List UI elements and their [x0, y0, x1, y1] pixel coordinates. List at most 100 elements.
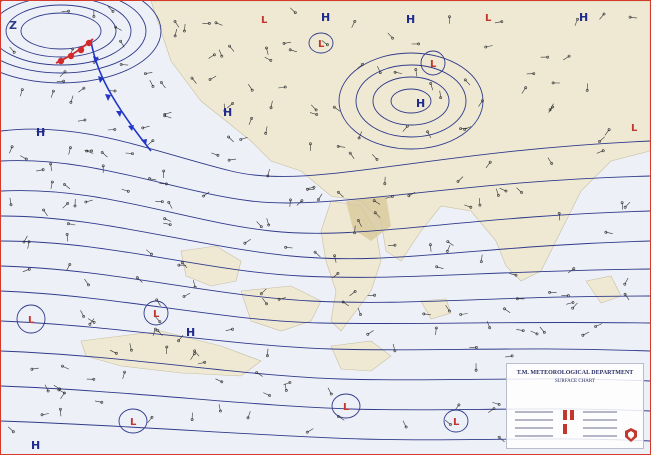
station-marker: [551, 105, 555, 109]
wind-barb: [454, 404, 460, 411]
wind-barb: [599, 13, 605, 20]
station-marker: [265, 302, 269, 306]
wind-barb: [265, 126, 268, 134]
station-marker: [446, 240, 450, 244]
station-marker: [11, 430, 15, 434]
station-marker: [153, 327, 157, 331]
wind-barb: [70, 95, 74, 103]
wind-barb: [504, 308, 511, 314]
station-marker: [503, 307, 506, 311]
station-marker: [497, 402, 501, 406]
wind-barb: [427, 131, 432, 139]
low-pressure-label: L: [485, 13, 492, 24]
wind-barb: [164, 115, 172, 119]
wind-barb: [41, 413, 49, 416]
station-marker: [571, 306, 575, 310]
island-small: [420, 298, 452, 320]
station-marker: [567, 54, 571, 58]
wind-barb: [358, 131, 362, 139]
wind-barb: [371, 154, 378, 160]
wind-barb: [572, 302, 578, 309]
wind-barb: [87, 318, 95, 323]
wind-barb: [349, 152, 355, 159]
wind-barb: [223, 103, 226, 111]
wind-barb: [197, 362, 205, 365]
wind-barb: [338, 416, 345, 421]
wind-barb: [85, 199, 93, 203]
station-marker: [151, 139, 155, 143]
wind-barb: [78, 87, 85, 93]
wind-barb: [374, 212, 381, 218]
station-marker: [504, 189, 508, 193]
wind-barb: [149, 178, 157, 181]
station-marker: [313, 250, 317, 254]
wind-barb: [358, 220, 362, 227]
station-marker: [288, 381, 292, 384]
wind-barb: [121, 188, 129, 192]
wind-barb: [279, 297, 286, 300]
wind-barb: [229, 45, 235, 52]
wind-barb: [43, 209, 48, 216]
station-marker: [66, 201, 70, 205]
wind-barb: [464, 126, 472, 130]
low-pressure-label: L: [130, 417, 137, 428]
high-pressure-label: H: [223, 106, 232, 119]
wind-barb: [367, 330, 374, 335]
station-marker: [332, 105, 336, 109]
low-pressure-label: L: [453, 417, 460, 428]
wind-barb: [385, 196, 393, 199]
wind-barb: [285, 247, 293, 249]
wind-barb: [184, 23, 186, 32]
station-marker: [426, 130, 430, 134]
land-masses: [80, 1, 650, 377]
wind-barb: [164, 111, 172, 115]
wind-barb: [604, 129, 610, 136]
station-marker: [227, 135, 231, 139]
station-marker: [463, 78, 467, 82]
station-marker: [404, 425, 408, 429]
landmass-north: [150, 1, 650, 282]
wind-barb: [145, 72, 153, 74]
station-marker: [177, 339, 181, 343]
wind-barb: [62, 365, 69, 370]
wind-barb: [574, 19, 578, 26]
wind-barb: [321, 40, 328, 45]
wind-barb: [465, 79, 471, 86]
station-marker: [163, 217, 167, 221]
wind-barb: [307, 428, 314, 433]
wind-barb: [630, 16, 638, 19]
wind-barb: [86, 150, 94, 154]
wind-barb: [599, 136, 605, 142]
station-marker: [445, 249, 449, 253]
wind-barb: [436, 266, 444, 269]
wind-barb: [563, 55, 570, 61]
station-marker: [550, 162, 554, 165]
high-pressure-label: H: [416, 97, 425, 110]
low-pressure-label: L: [28, 315, 35, 326]
wind-barb: [485, 162, 491, 169]
station-marker: [208, 78, 212, 81]
wind-barb: [107, 6, 114, 12]
wind-barb: [395, 72, 403, 74]
wind-barb: [64, 184, 71, 190]
wind-barb: [349, 291, 356, 297]
wind-barb: [289, 7, 296, 13]
wind-barb: [66, 264, 71, 271]
station-marker: [111, 9, 115, 13]
wind-barb: [84, 278, 89, 286]
wind-barb: [338, 146, 346, 148]
station-marker: [126, 189, 130, 193]
wind-barb: [137, 277, 143, 283]
wind-barb: [445, 304, 450, 312]
wind-barb: [9, 46, 15, 53]
wind-barb: [121, 64, 129, 66]
wind-barb: [402, 420, 407, 428]
station-marker: [488, 326, 492, 330]
station-marker: [220, 54, 224, 58]
wind-barb: [31, 367, 39, 370]
station-marker: [488, 160, 492, 164]
wind-barb: [492, 402, 500, 405]
wind-barb: [36, 169, 44, 172]
station-marker: [163, 114, 167, 118]
